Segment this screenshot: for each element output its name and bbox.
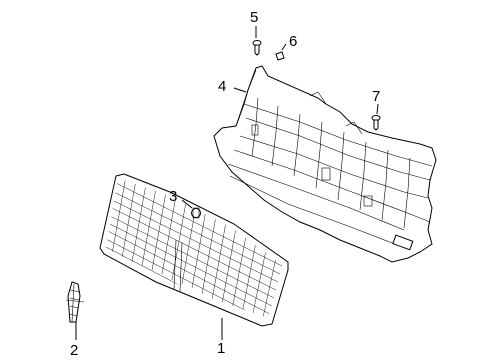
grille xyxy=(99,173,289,327)
grille-support-panel xyxy=(213,65,437,263)
leader-lines xyxy=(75,26,379,340)
emblem xyxy=(65,281,85,323)
callout-7: 7 xyxy=(372,88,380,105)
callout-6: 6 xyxy=(289,33,297,50)
callout-2: 2 xyxy=(70,342,78,359)
callout-5: 5 xyxy=(250,9,258,26)
callout-1: 1 xyxy=(217,340,225,357)
callout-4: 4 xyxy=(218,78,226,95)
bolt-5 xyxy=(252,40,262,56)
screw-7 xyxy=(371,115,381,131)
callout-3: 3 xyxy=(169,188,177,205)
screw-3 xyxy=(191,207,201,219)
clip-6 xyxy=(275,51,285,61)
